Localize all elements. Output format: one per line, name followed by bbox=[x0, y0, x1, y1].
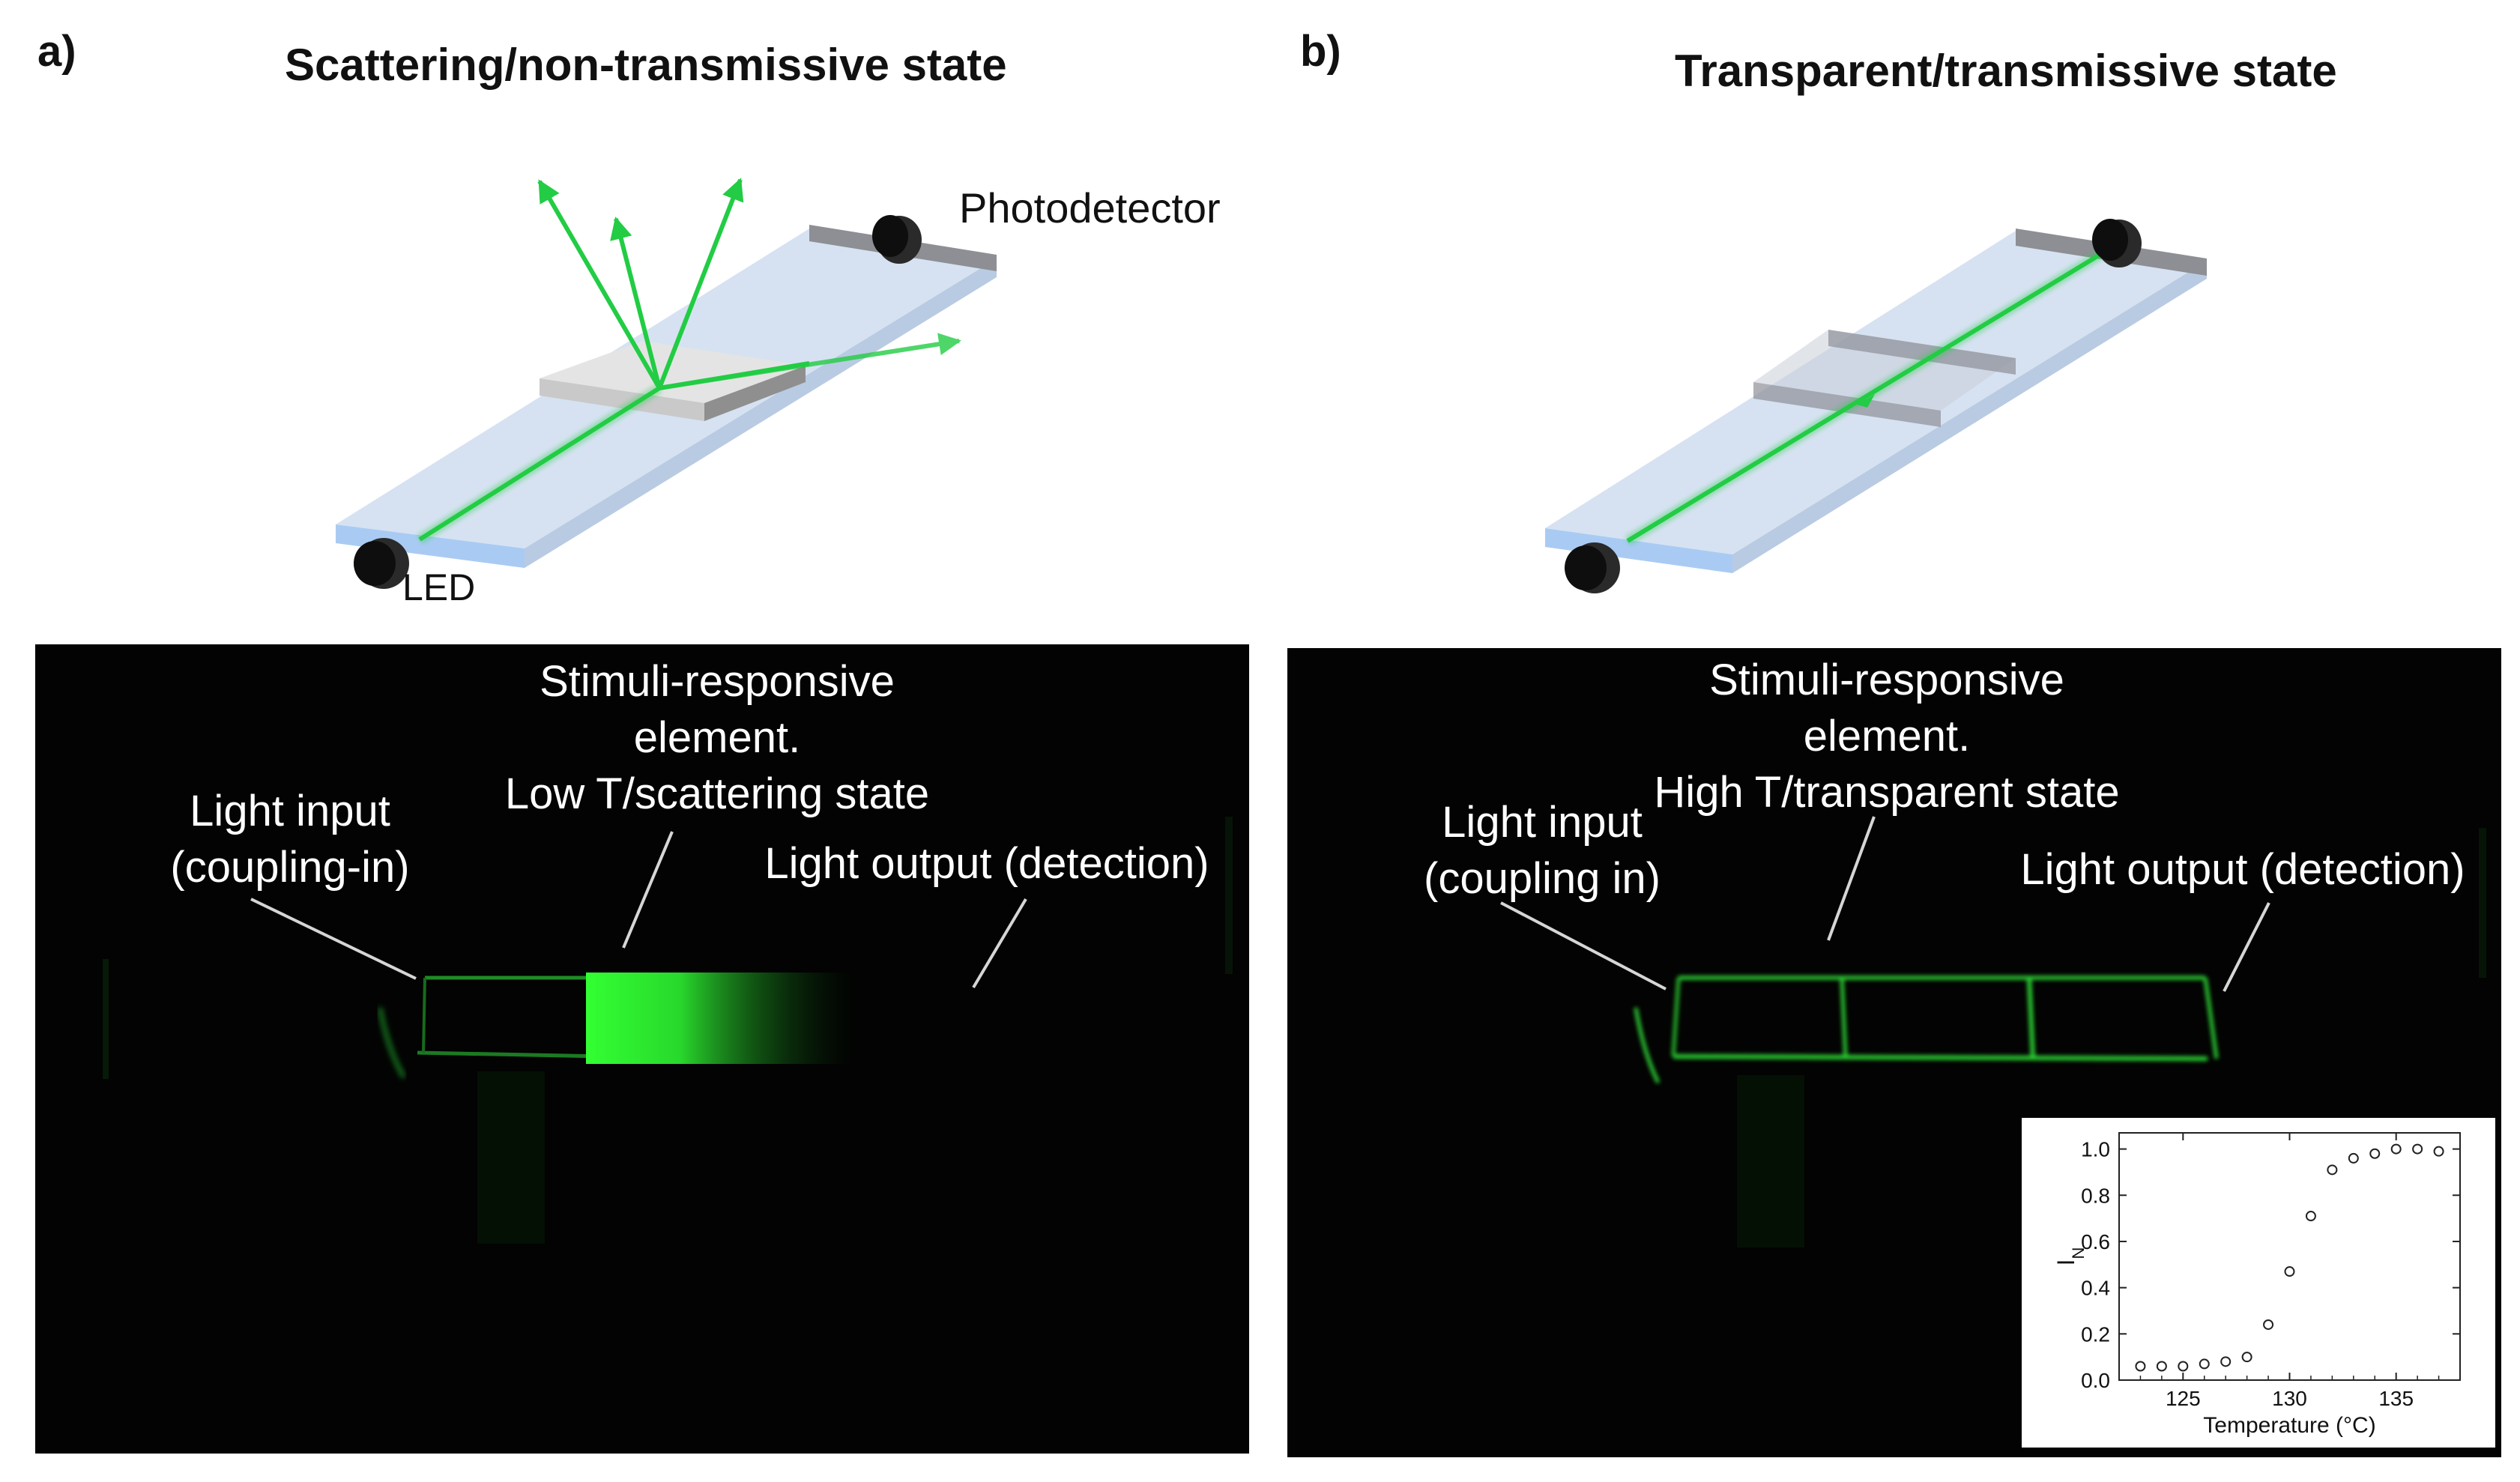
photo-transparent-state: Stimuli-responsive element. High T/trans… bbox=[1287, 648, 2501, 1457]
led-icon bbox=[1565, 542, 1620, 593]
element-label-line-3: Low T/scattering state bbox=[504, 769, 930, 818]
slide-outline-glowing bbox=[1634, 976, 2219, 1084]
y-tick-label: 1.0 bbox=[2081, 1138, 2110, 1161]
data-point bbox=[2241, 1352, 2252, 1363]
panel-b-letter: b) bbox=[1300, 27, 1341, 76]
panel-a-title: Scattering/non-transmissive state bbox=[285, 40, 1007, 90]
data-point bbox=[2369, 1148, 2381, 1159]
x-tick-label: 135 bbox=[2378, 1387, 2414, 1410]
schematic-transparent bbox=[1545, 219, 2207, 593]
data-point bbox=[2135, 1361, 2146, 1372]
schematic-scattering bbox=[336, 178, 997, 589]
light-beam bbox=[1625, 237, 2125, 545]
y-tick-label: 0.0 bbox=[2081, 1369, 2110, 1392]
y-axis-label: IN bbox=[2052, 1247, 2088, 1266]
input-label: Light input (coupling in) bbox=[1347, 794, 1737, 907]
scattering-glow bbox=[586, 973, 856, 1064]
light-beam bbox=[417, 178, 961, 544]
input-label-line-2: (coupling-in) bbox=[170, 843, 410, 892]
input-label-line-1: Light input bbox=[1442, 798, 1643, 847]
output-label: Light output (detection) bbox=[764, 839, 1209, 888]
photodetector-label: Photodetector bbox=[959, 184, 1221, 232]
x-tick-label: 130 bbox=[2272, 1387, 2307, 1410]
y-tick-label: 0.6 bbox=[2081, 1230, 2110, 1253]
data-point bbox=[2348, 1152, 2359, 1164]
panel-b-title: Transparent/transmissive state bbox=[1675, 46, 2337, 96]
element-label-line-2: element. bbox=[633, 713, 801, 762]
element-label-line-3: High T/transparent state bbox=[1654, 768, 2120, 817]
element-label-line-2: element. bbox=[1803, 712, 1971, 760]
data-point bbox=[2433, 1146, 2444, 1157]
element-label-line-1: Stimuli-responsive bbox=[540, 657, 895, 706]
data-point bbox=[2199, 1358, 2210, 1370]
data-point bbox=[2305, 1211, 2316, 1222]
data-point bbox=[2390, 1143, 2402, 1155]
data-point bbox=[2263, 1319, 2274, 1330]
element-label: Stimuli-responsive element. Low T/scatte… bbox=[432, 653, 1002, 822]
led-icon bbox=[354, 538, 409, 589]
x-axis-label: Temperature (°C) bbox=[2203, 1413, 2375, 1438]
y-axis-label-subscript: N bbox=[2069, 1247, 2088, 1259]
scattering-patch bbox=[540, 341, 806, 421]
photo-transparent-scene bbox=[1500, 816, 2486, 1247]
element-label: Stimuli-responsive element. High T/trans… bbox=[1602, 652, 2172, 820]
input-label-line-2: (coupling in) bbox=[1424, 854, 1661, 903]
input-label: Light input (coupling-in) bbox=[95, 783, 485, 895]
input-label-line-1: Light input bbox=[190, 787, 390, 835]
panel-a-letter: a) bbox=[37, 27, 76, 76]
photodetector-icon bbox=[872, 215, 922, 264]
photo-scattering-state: Stimuli-responsive element. Low T/scatte… bbox=[35, 644, 1249, 1454]
data-point bbox=[2284, 1266, 2295, 1277]
x-tick-label: 125 bbox=[2166, 1387, 2201, 1410]
plot-frame bbox=[2118, 1132, 2461, 1381]
data-point bbox=[2327, 1164, 2338, 1176]
data-point bbox=[2156, 1361, 2167, 1372]
output-label: Light output (detection) bbox=[2020, 845, 2465, 894]
data-point bbox=[2220, 1356, 2232, 1367]
y-tick-label: 0.4 bbox=[2081, 1277, 2110, 1300]
photodetector-icon bbox=[2092, 219, 2142, 267]
data-point bbox=[2412, 1143, 2423, 1155]
element-label-line-1: Stimuli-responsive bbox=[1709, 656, 2064, 704]
data-point bbox=[2178, 1361, 2189, 1372]
led-label: LED bbox=[402, 566, 476, 608]
slide-outline bbox=[378, 976, 605, 1079]
y-tick-label: 0.2 bbox=[2081, 1322, 2110, 1346]
photo-scattering-scene bbox=[103, 817, 1233, 1244]
y-tick-label: 0.8 bbox=[2081, 1184, 2110, 1207]
